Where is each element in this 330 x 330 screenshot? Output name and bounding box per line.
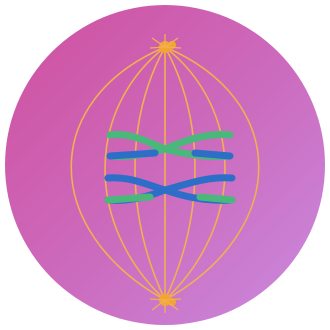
chromatid-green-arm <box>108 197 150 200</box>
chromatid-blue-arm <box>110 153 155 156</box>
chromatid-blue-arm <box>195 153 230 156</box>
chromatid-green-arm <box>200 197 232 200</box>
